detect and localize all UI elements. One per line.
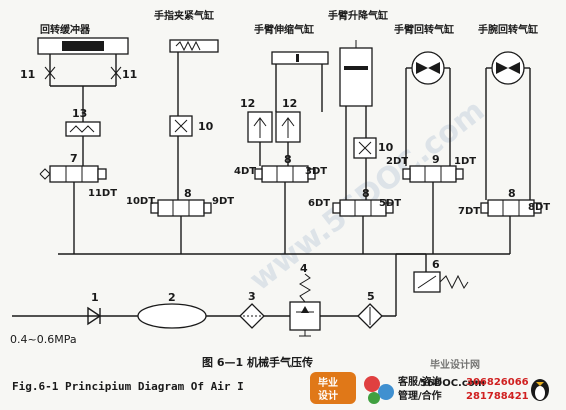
- label-7: 7: [70, 152, 78, 165]
- label-6: 6: [432, 258, 440, 271]
- throttle-11-right: 11: [110, 66, 137, 81]
- pressure-switch-6: 6: [413, 258, 469, 293]
- solenoid-4dt: 4DT: [234, 166, 256, 177]
- caption-en: Fig.6-1 Principium Diagram Of Air I: [12, 380, 244, 393]
- solenoid-6dt: 6DT: [308, 198, 330, 209]
- brand-name: 毕业设计网: [430, 358, 480, 371]
- solenoid-10dt: 10DT: [126, 196, 155, 207]
- label-4: 4: [300, 262, 308, 275]
- service-label: 客服/咨询: [397, 375, 442, 388]
- solenoid-3dt: 3DT: [305, 166, 327, 177]
- solenoid-8dt: 8DT: [528, 202, 550, 213]
- valve-8a: 8 10DT 9DT: [126, 187, 234, 254]
- solenoid-5dt: 5DT: [379, 198, 401, 209]
- title-arm-rotate: 手臂回转气缸: [394, 23, 454, 36]
- check-valve-12b: 12: [275, 97, 301, 143]
- valve-7: 7 11DT: [39, 152, 117, 254]
- label-11a: 11: [20, 68, 35, 81]
- valve-8c: 8 6DT 5DT: [308, 187, 401, 254]
- title-wrist-rotate: 手腕回转气缸: [478, 23, 538, 36]
- solenoid-1dt: 1DT: [454, 156, 476, 167]
- label-11b: 11: [122, 68, 137, 81]
- badge-line2: 设计: [318, 389, 338, 402]
- solenoid-11dt: 11DT: [88, 188, 117, 199]
- check-valve-12a: 12: [240, 97, 273, 143]
- label-8c: 8: [362, 187, 370, 200]
- wrist-rotate-cylinder: 手腕回转气缸: [478, 23, 538, 200]
- label-8a: 8: [184, 187, 192, 200]
- arm-rotate-cylinder: 手臂回转气缸: [394, 23, 454, 166]
- label-3: 3: [248, 290, 256, 303]
- title-arm-lift: 手臂升降气缸: [328, 9, 388, 22]
- label-1: 1: [91, 291, 99, 304]
- label-10a: 10: [198, 120, 214, 133]
- label-10b: 10: [378, 141, 394, 154]
- service-qq: 306826066: [466, 377, 529, 388]
- valve-13: 13: [65, 107, 101, 166]
- label-5: 5: [367, 290, 375, 303]
- valve-9: 9 2DT 1DT: [386, 153, 476, 254]
- throttle-11-left: 11: [20, 66, 56, 81]
- rotary-buffer: 回转缓冲器: [37, 23, 129, 110]
- supply-pressure: 0.4~0.6MPa: [10, 333, 77, 346]
- title-finger-clamp: 手指夹紧气缸: [154, 9, 214, 22]
- label-13: 13: [72, 107, 87, 120]
- regulator-4: 4: [289, 262, 321, 337]
- filter-1: 1: [87, 291, 102, 326]
- label-8b: 8: [284, 153, 292, 166]
- throttle-10b: 10: [353, 137, 394, 200]
- solenoid-7dt: 7DT: [458, 206, 480, 217]
- brand-badge: 毕业 设计: [310, 372, 356, 404]
- filter-3: 3: [239, 290, 265, 329]
- label-8d: 8: [508, 187, 516, 200]
- manage-label: 管理/合作: [398, 389, 442, 402]
- arm-lift-cylinder: 手臂升降气缸: [328, 9, 388, 200]
- caption-cn: 图 6—1 机械手气压传: [202, 355, 313, 369]
- title-rotary-buffer: 回转缓冲器: [40, 23, 91, 36]
- valve-8b: 8 4DT 3DT: [234, 153, 327, 254]
- label-2: 2: [168, 291, 176, 304]
- solenoid-2dt: 2DT: [386, 156, 408, 167]
- badge-line1: 毕业: [318, 376, 338, 389]
- air-tank-2: 2: [137, 291, 207, 329]
- brand-site: 56DOC.com: [420, 378, 485, 389]
- brand-logo-icon: [364, 376, 394, 404]
- arm-extend-lines: [259, 142, 289, 166]
- solenoid-9dt: 9DT: [212, 196, 234, 207]
- title-arm-extend: 手臂伸缩气缸: [254, 23, 314, 36]
- penguin-icon: [531, 379, 549, 401]
- label-12a: 12: [240, 97, 255, 110]
- manage-qq: 281788421: [466, 391, 529, 402]
- arm-extend-cylinder: 手臂伸缩气缸: [254, 23, 329, 112]
- label-9: 9: [432, 153, 440, 166]
- lubricator-5: 5: [357, 290, 383, 329]
- throttle-10a: 10: [169, 115, 214, 137]
- valve-8d: 8 7DT 8DT: [458, 187, 550, 254]
- label-12b: 12: [282, 97, 297, 110]
- finger-clamp-cylinder: 手指夹紧气缸: [154, 9, 219, 200]
